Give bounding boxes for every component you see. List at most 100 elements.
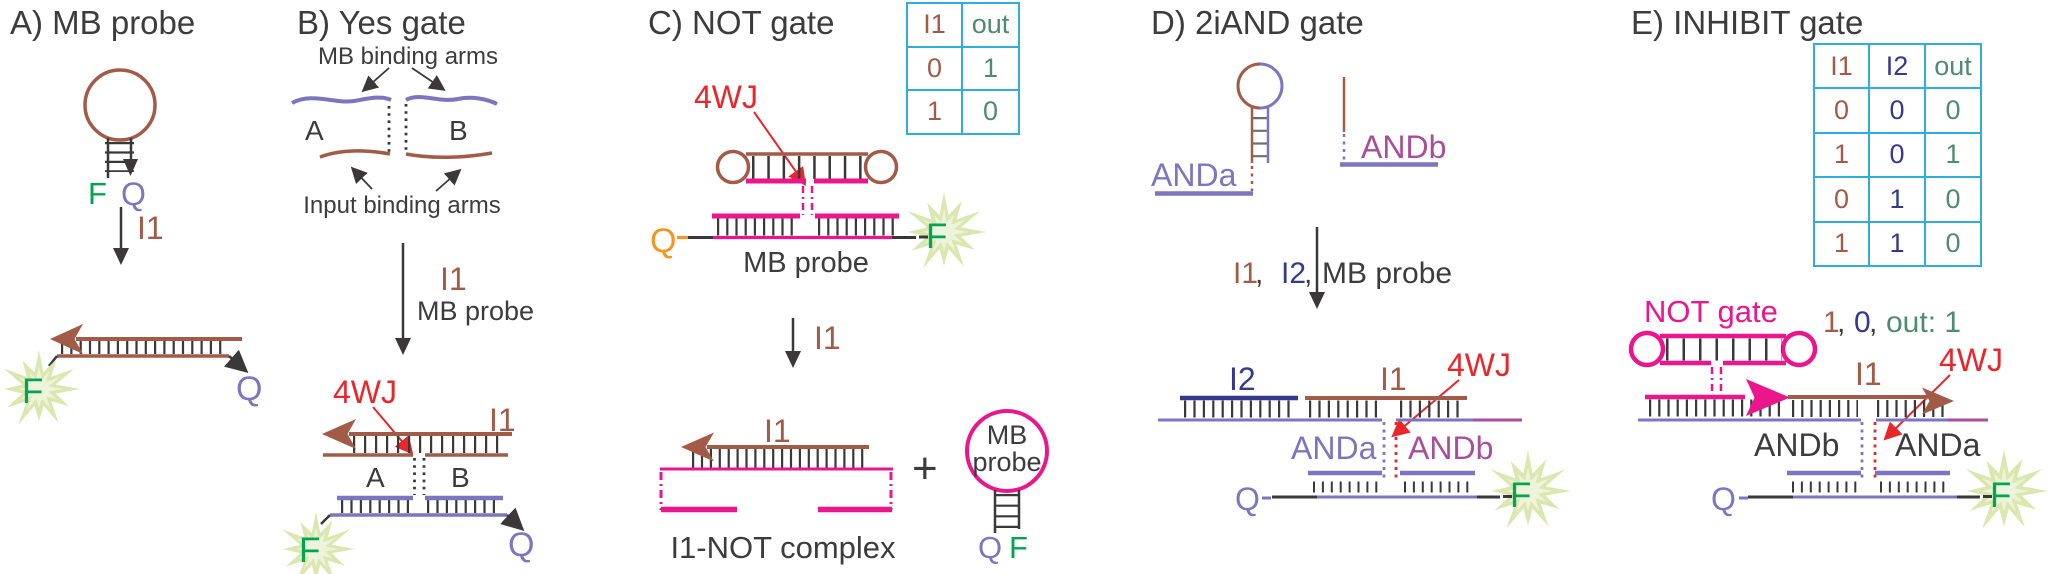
hairpin-loop-left [1236,62,1261,110]
annotation-arrow [435,168,462,192]
not-strand-arrowhead [1746,379,1790,416]
and-gate-complex: I2 I1 4WJ ANDa ANDb Q [1158,347,1571,529]
process-arrowhead [1309,292,1325,309]
result-annotation: 1 , 0 , out: 1 [1823,306,1961,339]
truth-table-cell: 1 [1925,132,1981,178]
fluorophore-label: F [1990,476,2011,515]
not-gate-loop-left [715,149,751,185]
not-gate-dumbbell: NOT gate [1628,294,1818,394]
process-arrowhead [395,338,411,355]
truth-table-not-gate: I1 out 0 1 1 0 [906,2,1020,135]
i2-label: I2 [1229,361,1256,397]
annotation-arrow [361,67,390,93]
panel-a-mb-probe: A) MB probe F Q I1 F Q [3,4,262,425]
fluorophore-label: F [1009,530,1028,565]
comma: , [1304,257,1312,290]
input-i1-label: I1 [137,210,164,246]
fluorophore-label: F [299,531,320,570]
anda-label: ANDa [1151,157,1237,193]
quencher-label: Q [1235,481,1260,517]
mb-probe-label: MB probe [743,247,869,279]
comma: , [1255,257,1263,290]
plus-sign: + [912,444,938,493]
four-way-junction-label: 4WJ [694,79,758,115]
fluorophore-label: F [1510,476,1531,515]
i1-strand-arrowhead [681,432,714,462]
input-binding-arms-label: Input binding arms [303,192,500,219]
truth-table-header: I1 [907,3,962,47]
andb-label: ANDb [1361,129,1446,165]
panel-d-2iand-gate: D) 2iAND gate ANDa ANDb I1 , I2 , MB pro… [1151,4,1571,529]
not-gate-label: NOT gate [1644,294,1778,329]
annotation-arrow [350,166,373,190]
truth-table-cell: 0 [1814,177,1869,222]
complex-label: I1-NOT complex [670,530,896,565]
anda-label: ANDa [1291,430,1377,466]
truth-table-header: out [962,3,1019,47]
reaction-arrow-c: I1 [785,318,841,368]
truth-table-cell: 0 [1869,88,1925,133]
panel-b-yes-gate: B) Yes gate MB binding arms A B Input bi… [282,4,534,574]
annotation-arrow [411,67,446,91]
panel-d-title: D) 2iAND gate [1151,4,1364,41]
four-way-junction-label: 4WJ [1939,342,2003,378]
mb-probe-loop [965,409,1049,493]
andb-label: ANDb [1408,430,1493,466]
truth-table-cell: 0 [1925,88,1981,133]
i1-strand-arrowhead [50,324,83,354]
panel-b-title: B) Yes gate [297,4,466,41]
mb-binding-arm-left [291,95,392,105]
truth-table-cell: 0 [1869,132,1925,178]
comma: , [1837,306,1845,339]
truth-table-cell: 0 [1814,88,1869,133]
truth-table-cell: 1 [907,90,962,134]
opened-probe-duplex-a: F Q [3,324,262,425]
truth-table-cell: 0 [1925,177,1981,222]
input-binding-arm-left [319,149,391,159]
anda-hairpin: ANDa [1151,62,1284,196]
mb-probe-hairpin: F Q [83,68,157,212]
panel-e-title: E) INHIBIT gate [1631,4,1863,41]
truth-table-cell: 0 [1925,221,1981,266]
stem-arrowhead [123,159,138,176]
truth-table-cell: 1 [962,46,1019,90]
truth-table-cell: 1 [1869,221,1925,266]
reaction-arrow-d: I1 , I2 , MB probe [1233,227,1452,309]
input-binding-arm-right [405,151,493,159]
four-way-junction-arrow [753,111,807,186]
panel-c-not-gate: C) NOT gate 4WJ Q F MB probe [648,4,1049,565]
input-i2-label: I2 [1281,257,1306,290]
segment-b-label: B [451,462,470,493]
not-gate-loop-left [1628,330,1666,368]
result-i1-value: 1 [1823,306,1840,339]
reaction-arrow-b: I1 MB probe [395,243,534,355]
truth-table-header: I2 [1869,44,1925,89]
truth-table-inhibit-gate: I1 I2 out 0 0 0 1 0 1 0 1 0 1 1 0 [1813,43,1982,267]
four-way-junction-arrow [1391,379,1460,438]
fluorophore-label: F [926,217,947,256]
segment-a-label: A [305,115,324,146]
four-way-junction-arrow [372,406,414,455]
hairpin-loop [83,68,157,142]
mb-probe-label-line2: probe [972,447,1041,477]
comma: , [1869,306,1877,339]
quencher-arrow [500,507,525,532]
process-arrowhead [113,248,129,265]
i1-not-complex: I1 I1-NOT complex [659,413,896,565]
four-way-junction-label: 4WJ [333,374,397,410]
four-way-junction-arrow [1883,374,1951,441]
input-i1-label: I1 [1233,257,1258,290]
truth-table-cell: 1 [1814,221,1869,266]
inhibit-gate-complex: 4WJ I1 ANDb ANDa [1638,342,2048,530]
panel-e-inhibit-gate: E) INHIBIT gate NOT gate 1 , 0 , out: 1 … [1628,4,2048,530]
mb-probe-label: MB probe [417,296,534,326]
fluorophore-label: F [88,176,107,211]
released-mb-probe: MB probe Q F [965,409,1049,565]
i1-label: I1 [1380,361,1407,397]
four-way-junction-label: 4WJ [1447,347,1511,383]
input-i1-label: I1 [814,320,841,356]
segment-a-label: A [366,462,385,493]
quencher-label: Q [121,176,146,212]
